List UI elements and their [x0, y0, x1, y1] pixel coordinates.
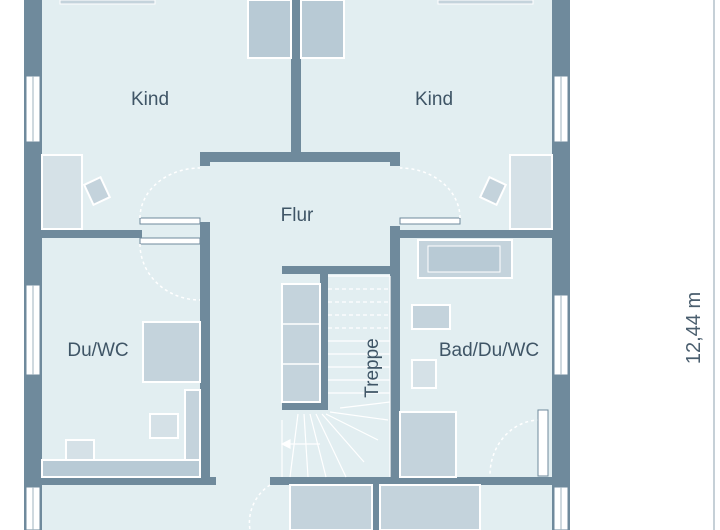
bad-furniture: [399, 239, 513, 478]
toilet-bad: [411, 359, 437, 389]
sink-bad: [411, 304, 451, 330]
wall-bottom-middle: [270, 477, 552, 485]
room-label-bad: Bad/Du/WC: [439, 340, 539, 361]
vanity-duwc: [184, 389, 201, 461]
desk-right: [509, 154, 553, 230]
wall-flur-top: [200, 152, 400, 162]
bed-right: [300, 0, 345, 59]
bed-left: [247, 0, 292, 59]
room-label-kind-left: Kind: [131, 89, 169, 110]
wardrobe-top-right: [437, 0, 534, 5]
counter-duwc: [41, 459, 201, 478]
room-label-kind-right: Kind: [415, 89, 453, 110]
dimension-label-depth: 12,44 m: [683, 292, 705, 364]
wall-duwc-top-right: [200, 222, 210, 246]
wardrobe-top-left: [59, 0, 156, 5]
wall-bottom-left: [42, 477, 216, 485]
room-label-duwc: Du/WC: [67, 340, 128, 361]
room-label-flur: Flur: [281, 205, 314, 226]
wall-bad-top: [400, 230, 552, 238]
flur-furniture: [281, 283, 481, 530]
windows: [25, 75, 569, 530]
wall-bad-left: [390, 226, 400, 480]
duwc-furniture: [41, 321, 201, 478]
wall-flur-left-stub: [200, 152, 210, 166]
wall-stair-landing: [282, 402, 328, 410]
staircase: [280, 275, 391, 478]
wall-stair-top: [282, 266, 390, 274]
toilet-duwc: [149, 413, 179, 439]
room-label-treppe: Treppe: [362, 338, 383, 398]
chair-left: [82, 175, 112, 207]
cabinet-bottom-right: [379, 484, 481, 530]
wall-flur-right-stub: [390, 152, 400, 166]
bad-door-frame: [537, 409, 549, 477]
desk-left: [41, 154, 83, 230]
interior-walls: [42, 0, 552, 530]
wall-kind-divider: [291, 0, 301, 160]
door-openings: [139, 217, 461, 245]
shower-duwc: [142, 321, 201, 383]
cabinet-bottom: [289, 484, 373, 530]
wall-duwc-right: [200, 246, 210, 480]
chair-right: [478, 175, 508, 207]
wall-duwc-top: [42, 230, 142, 238]
cabinet-stair: [281, 283, 321, 403]
bathtub-inner: [427, 245, 501, 273]
wall-bottom-post: [372, 477, 380, 530]
door-swings: [139, 167, 541, 530]
kind-furniture: [41, 0, 553, 230]
shower-bad: [399, 411, 457, 478]
sink-duwc: [65, 439, 95, 461]
wall-stair-left: [320, 266, 328, 408]
